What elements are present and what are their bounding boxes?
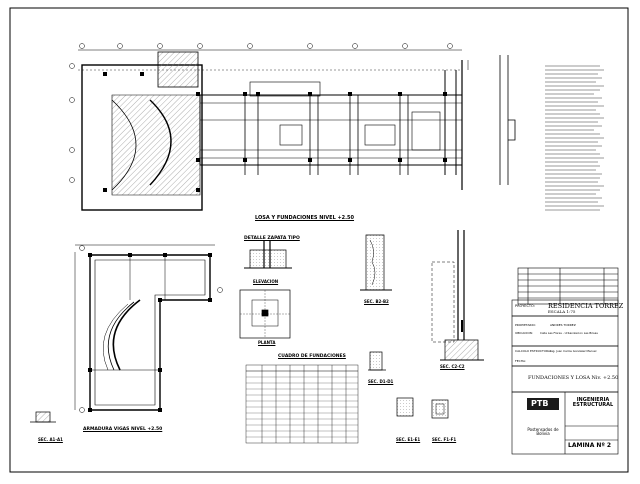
ubicacion: Calle Las Flores - Urbanizacion Las Bris… <box>540 331 598 335</box>
sheet-border <box>9 7 629 473</box>
general-notes <box>545 65 604 211</box>
plan2-title: ARMADURA VIGAS NIVEL +2.50 <box>83 427 163 432</box>
section-c2 <box>431 230 484 361</box>
plan-armadura-vigas <box>74 244 223 413</box>
sec-c-title: SEC. C2-C2 <box>440 364 465 369</box>
ptb-logo <box>527 398 559 410</box>
plan1-title: LOSA Y FUNDACIONES NIVEL +2.50 <box>255 215 355 221</box>
calculista: Ing. Juan Carlos Gonzalez Macuel <box>550 349 597 353</box>
sec-f-title: SEC. F1-F1 <box>432 437 457 442</box>
section-details-small <box>368 351 449 419</box>
section-b2 <box>360 234 392 291</box>
section-a1 <box>30 411 56 423</box>
sheet-title: FUNDACIONES Y LOSA Niv. +2.50 <box>528 375 619 381</box>
title-block-frame <box>511 267 619 455</box>
sec-d-title: SEC. D1-D1 <box>368 379 394 384</box>
calculo-label: CALCULO ESTRUCTURAL: <box>515 349 553 353</box>
detalle-zapata-title: DETALLE ZAPATA TIPO <box>244 236 300 241</box>
cuadro-fundaciones-table <box>245 364 359 444</box>
sheet-number: LAMINA Nº 2 <box>568 442 612 449</box>
escala: ESCALA 1:75 <box>548 309 576 314</box>
logo-text: PTB <box>531 399 549 408</box>
fecha-label: FECHA: <box>515 359 526 363</box>
sec-e-title: SEC. E1-E1 <box>396 437 421 442</box>
detalle-zapata <box>239 240 292 339</box>
company-name: INGENIERIA ESTRUCTURAL <box>572 397 614 408</box>
propietario: ANDRES TORREZ <box>550 323 576 327</box>
logo-subtitle: Postensados de Bolivia <box>527 427 559 436</box>
ubicacion-label: UBICACION: <box>515 331 533 335</box>
proyecto-name: RESIDENCIA TORREZ <box>548 302 624 310</box>
sec-b-title: SEC. B2-B2 <box>364 299 389 304</box>
cuadro-title: CUADRO DE FUNDACIONES <box>278 354 346 359</box>
planta-title: PLANTA <box>258 340 276 345</box>
sec-a-title: SEC. A1-A1 <box>38 437 63 442</box>
elevacion-title: ELEVACION <box>253 279 279 284</box>
plan-losa-fundaciones <box>69 43 516 211</box>
proyecto-label: PROYECTO: <box>515 304 535 308</box>
propietario-label: PROPIETARIO: <box>515 323 536 327</box>
